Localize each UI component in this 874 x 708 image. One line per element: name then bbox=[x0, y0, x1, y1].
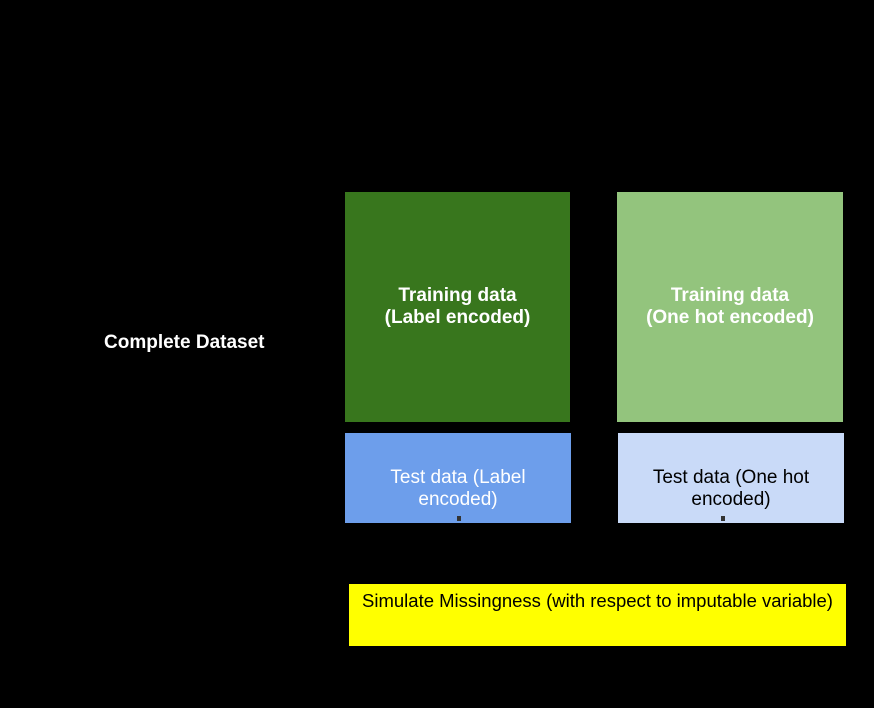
training-data-one-hot-encoded-box: Training data (One hot encoded) bbox=[617, 192, 843, 422]
box-label-line: Training data bbox=[398, 285, 517, 306]
banner-label: Simulate Missingness (with respect to im… bbox=[362, 590, 833, 611]
box-label-line: Test data (Label bbox=[390, 467, 526, 488]
clipped-text-artifact bbox=[721, 516, 725, 521]
box-label-line: encoded) bbox=[691, 489, 771, 510]
box-label-line: (One hot encoded) bbox=[646, 307, 814, 328]
simulate-missingness-banner: Simulate Missingness (with respect to im… bbox=[349, 584, 846, 646]
box-label-line: encoded) bbox=[418, 489, 498, 510]
box-label-line: Test data (One hot bbox=[652, 467, 810, 488]
test-data-one-hot-encoded-box: Test data (One hot encoded) bbox=[618, 433, 844, 523]
test-data-label-encoded-box: Test data (Label encoded) bbox=[345, 433, 571, 523]
box-label-line: (Label encoded) bbox=[384, 307, 531, 328]
training-data-label-encoded-box: Training data (Label encoded) bbox=[345, 192, 570, 422]
clipped-text-artifact bbox=[457, 516, 461, 521]
complete-dataset-label: Complete Dataset bbox=[104, 332, 265, 353]
box-label-line: Training data bbox=[670, 285, 790, 306]
